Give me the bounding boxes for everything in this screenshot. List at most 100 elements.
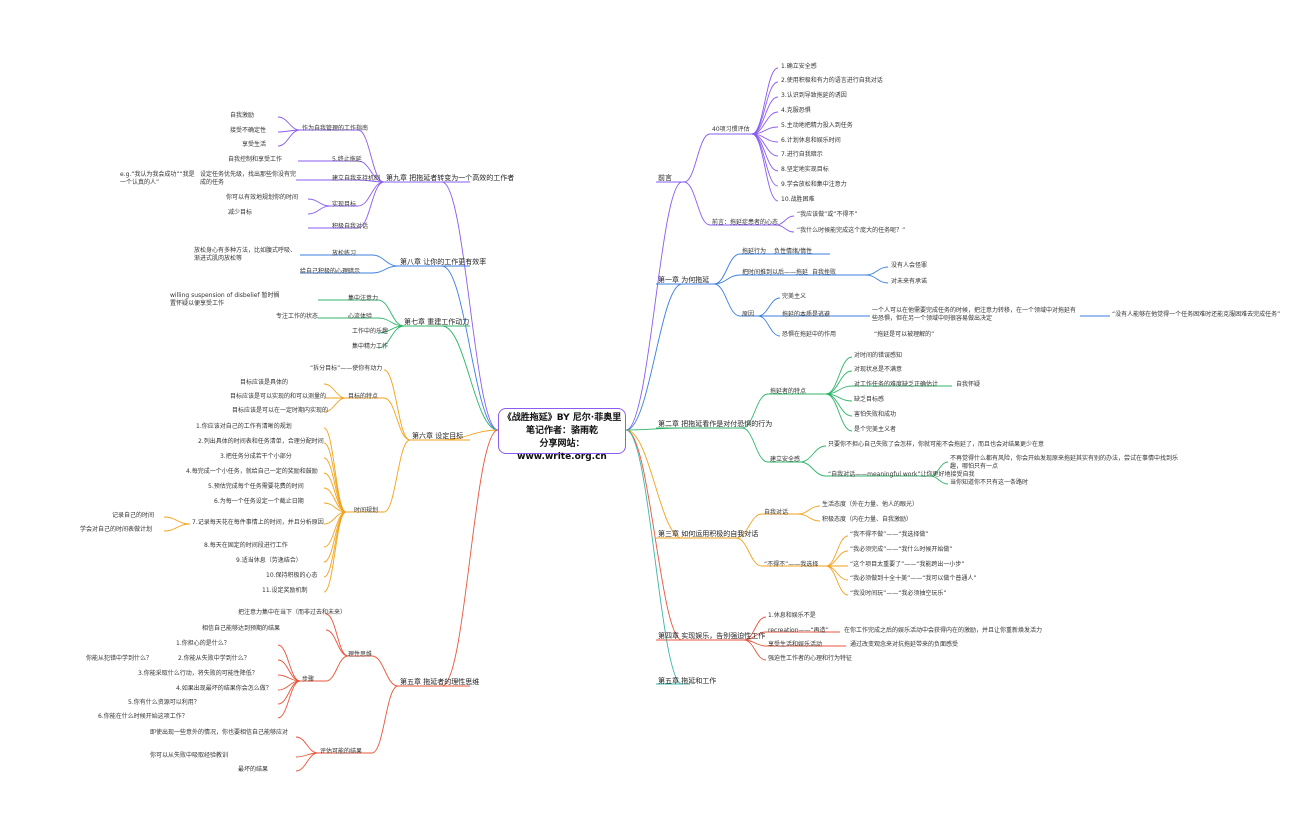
ch5-node[interactable]: 1.你担心的是什么？ bbox=[176, 640, 230, 647]
branch-chapter-1[interactable]: 第一章 为何拖延 bbox=[658, 276, 710, 284]
ch4-node[interactable]: 1.休息和娱乐不是 bbox=[768, 612, 816, 619]
ch6-node[interactable]: “拆分目标”——使你有动力 bbox=[310, 365, 383, 372]
ch6-item[interactable]: 记录自己的时间 bbox=[112, 512, 155, 519]
ch4-node[interactable]: recreation——“再造” bbox=[768, 627, 829, 634]
ch6-item[interactable]: 3.把任务分成若干个小部分 bbox=[220, 453, 292, 460]
ch9-node[interactable]: 自我控制和享受工作 bbox=[228, 156, 283, 163]
ch6-node[interactable]: 目标应该是可以实现的和可以测量的 bbox=[230, 393, 327, 400]
ch3-node[interactable]: “我没时间玩”——“我必须抽空玩乐” bbox=[850, 590, 947, 597]
ch3-node[interactable]: “我必须做到十全十美”——“我可以做个普通人” bbox=[850, 575, 977, 582]
ch5-node[interactable]: 2.你能从失败中学到什么？ bbox=[178, 655, 250, 662]
ch6-item[interactable]: 8.每天在固定的时间段进行工作 bbox=[204, 542, 288, 549]
ch9-node[interactable]: 设定任务优先级，找出那些你没有完成的任务 bbox=[200, 171, 297, 186]
ch1-node[interactable]: 一个人可以在他需要完成任务的时候，把注意力转移，在一个领域中对拖延有些恐惧，但在… bbox=[872, 307, 1077, 322]
ch8-node[interactable]: 放松身心有多种方法，比如腹式呼吸、渐进式肌肉放松等 bbox=[194, 247, 297, 262]
ch9-node[interactable]: 实现目标 bbox=[332, 201, 357, 208]
ch7-node[interactable]: 集中精力工作 bbox=[352, 343, 389, 350]
branch-chapter-7[interactable]: 第七章 重建工作动力 bbox=[404, 318, 470, 326]
ch3-node[interactable]: “这个项目太重要了”——“我能跨出一小步” bbox=[850, 561, 965, 568]
ch5-node[interactable]: 你可以从失败中吸取经验教训 bbox=[150, 752, 229, 759]
ch5-node[interactable]: 6.你能在什么时候开始这项工作？ bbox=[98, 713, 188, 720]
ch1-node[interactable]: 恐惧在拖延中的作用 bbox=[782, 331, 837, 338]
ch5-node[interactable]: 3.你能采取什么行动，将失败的可能性降低？ bbox=[138, 670, 258, 677]
ch9-node[interactable]: 作为自我管理的工作指南 bbox=[302, 125, 369, 132]
ch2-node[interactable]: 当你知道你不只有这一条路时 bbox=[950, 479, 1029, 486]
ch5-node[interactable]: 5.你有什么资源可以利用？ bbox=[128, 699, 200, 706]
ch2-node[interactable]: 对现状总是不满意 bbox=[854, 366, 903, 373]
ch6-item[interactable]: 2.列出具体的时间表和任务清单，合理分配时间 bbox=[198, 438, 324, 445]
ch4-node[interactable]: 强迫性工作者的心理和行为特征 bbox=[768, 655, 853, 662]
ch9-node[interactable]: 接受不确定性 bbox=[230, 127, 267, 134]
ch3-node[interactable]: 生活态度（外在力量、他人的眼光） bbox=[822, 501, 919, 508]
ch5-node[interactable]: 评估可能的结果 bbox=[320, 748, 363, 755]
mindset-item[interactable]: “我应该做”或“不得不” bbox=[797, 211, 858, 218]
branch-intro[interactable]: 前言 bbox=[658, 174, 672, 182]
node-mindset[interactable]: 前言：拖延症患者的心态 bbox=[712, 219, 779, 226]
ch5-node[interactable]: 相信自己能够达到预期的结果 bbox=[202, 625, 281, 632]
ch9-node[interactable]: 5.终止拖延 bbox=[332, 156, 362, 163]
ch1-node[interactable]: 自我挫败 bbox=[812, 269, 837, 276]
ch1-node[interactable]: 没有人会怪罪 bbox=[891, 262, 928, 269]
ch8-node[interactable]: 给自己积极的心理暗示 bbox=[300, 268, 361, 275]
branch-chapter-5[interactable]: 第五章 拖延和工作 bbox=[658, 677, 717, 685]
ch6-node[interactable]: 目标应该是具体的 bbox=[240, 379, 289, 386]
ch4-node[interactable]: 享受生活和娱乐活动 bbox=[768, 641, 823, 648]
ch6-item[interactable]: 11.设定奖励机制 bbox=[262, 587, 308, 594]
ch9-node[interactable]: 自我激励 bbox=[230, 112, 255, 119]
ch6-item[interactable]: 1.你应该对自己的工作有清晰的规划 bbox=[196, 423, 292, 430]
habit-item[interactable]: 8.坚定地实现目标 bbox=[781, 166, 829, 173]
ch2-node[interactable]: 害怕失败和成功 bbox=[854, 411, 897, 418]
branch-chapter-4[interactable]: 第四章 实现娱乐，告别强迫性工作 bbox=[658, 632, 766, 640]
ch2-node[interactable]: 建立安全感 bbox=[770, 456, 801, 463]
branch-chapter-8[interactable]: 第八章 让你的工作更有效率 bbox=[400, 258, 487, 266]
ch3-node[interactable]: 积极态度（内在力量、自我激励） bbox=[822, 516, 913, 523]
ch1-node[interactable]: “拖延是可以被理解的” bbox=[874, 331, 935, 338]
branch-chapter-2[interactable]: 第二章 把拖延看作是对付恐惧的行为 bbox=[658, 420, 773, 428]
ch2-node[interactable]: 拖延者的特点 bbox=[770, 388, 807, 395]
ch9-node[interactable]: e.g.“我认为我会成功”“我是一个认真的人” bbox=[120, 171, 195, 186]
habit-item[interactable]: 4.克服恐惧 bbox=[781, 107, 811, 114]
ch9-node[interactable]: 你可以有效地规划你的时间 bbox=[226, 194, 299, 201]
branch-chapter-5-left[interactable]: 第五章 拖延者的理性思维 bbox=[400, 678, 480, 686]
ch6-item[interactable]: 5.预估完成每个任务需要花费的时间 bbox=[208, 483, 304, 490]
ch6-node[interactable]: 目标的特点 bbox=[348, 393, 379, 400]
habit-item[interactable]: 9.学会放松和集中注意力 bbox=[781, 181, 847, 188]
ch9-node[interactable]: 建立自我支持机制 bbox=[332, 175, 381, 182]
ch5-node[interactable]: 4.如果出现最坏的结果你会怎么做？ bbox=[176, 685, 272, 692]
branch-chapter-6[interactable]: 第六章 设定目标 bbox=[412, 432, 464, 440]
ch7-node[interactable]: 集中注意力 bbox=[348, 295, 379, 302]
ch2-node[interactable]: 不再觉得什么都有风险，你会开始发现原来拖延其实有别的办法，尝试在事情中找到乐趣，… bbox=[950, 455, 1179, 470]
ch3-node[interactable]: “我不得不做”——“我选择做” bbox=[850, 531, 929, 538]
ch1-node[interactable]: 拖延行为 bbox=[742, 248, 767, 255]
ch6-item[interactable]: 学会对自己的时间表做计划 bbox=[80, 526, 153, 533]
habit-item[interactable]: 6.计划休息和娱乐时间 bbox=[781, 137, 841, 144]
ch9-node[interactable]: 享受生活 bbox=[242, 141, 267, 148]
ch7-node[interactable]: willing suspension of disbelief 暂时搁置怀疑以便… bbox=[170, 292, 280, 307]
ch5-node[interactable]: 理性思维 bbox=[348, 651, 373, 658]
habit-item[interactable]: 5.主动地把精力投入到任务 bbox=[781, 122, 853, 129]
ch2-node[interactable]: 对工作任务的难度缺乏正确估计 bbox=[854, 381, 939, 388]
ch7-node[interactable]: 工作中的乐趣 bbox=[352, 328, 389, 335]
ch2-node[interactable]: 缺乏目标感 bbox=[854, 396, 885, 403]
ch1-node[interactable]: 对未来有承诺 bbox=[891, 278, 928, 285]
ch5-node[interactable]: 你能从犯错中学到什么？ bbox=[86, 655, 153, 662]
ch6-node[interactable]: 目标应该是可以在一定时期内实现的 bbox=[232, 407, 329, 414]
ch5-node[interactable]: 最坏的结果 bbox=[238, 766, 269, 773]
ch2-node[interactable]: “自我对话——meaningful work”让你更好地接受自我 bbox=[828, 471, 975, 478]
central-topic[interactable]: 《战胜拖延》BY 尼尔·菲奥里 笔记作者：骆雨乾 分享网站：www.write.… bbox=[498, 408, 626, 462]
mindset-item[interactable]: “我什么时候能完成这个庞大的任务呢？” bbox=[797, 227, 906, 234]
ch1-node[interactable]: 原因 bbox=[742, 311, 755, 318]
ch6-node[interactable]: 时间规划 bbox=[354, 507, 379, 514]
ch3-node[interactable]: “我必须完成”——“我什么时候开始做” bbox=[850, 546, 953, 553]
ch5-node[interactable]: 步骤 bbox=[302, 676, 315, 683]
ch2-node[interactable]: 是个完美主义者 bbox=[854, 426, 897, 433]
ch3-node[interactable]: 自我对话 bbox=[764, 509, 789, 516]
ch4-node[interactable]: 在你工作完成之后的娱乐活动中会获得内在的激励，并且让你重新焕发活力 bbox=[844, 627, 1043, 634]
ch2-node[interactable]: 只要你不担心自己失败了会怎样，你就可能不会拖延了，而且也会对结果更少在意 bbox=[828, 441, 1045, 448]
ch6-item[interactable]: 7.记录每天花在每件事情上的时间，并且分析原因 bbox=[192, 519, 324, 526]
ch7-node[interactable]: 专注工作的状态 bbox=[276, 313, 319, 320]
node-habits[interactable]: 40项习惯评估 bbox=[712, 126, 750, 133]
ch6-item[interactable]: 9.适当休息（劳逸结合） bbox=[236, 557, 302, 564]
ch2-node[interactable]: 自我怀疑 bbox=[956, 381, 981, 388]
ch6-item[interactable]: 6.为每一个任务设定一个截止日期 bbox=[214, 498, 304, 505]
